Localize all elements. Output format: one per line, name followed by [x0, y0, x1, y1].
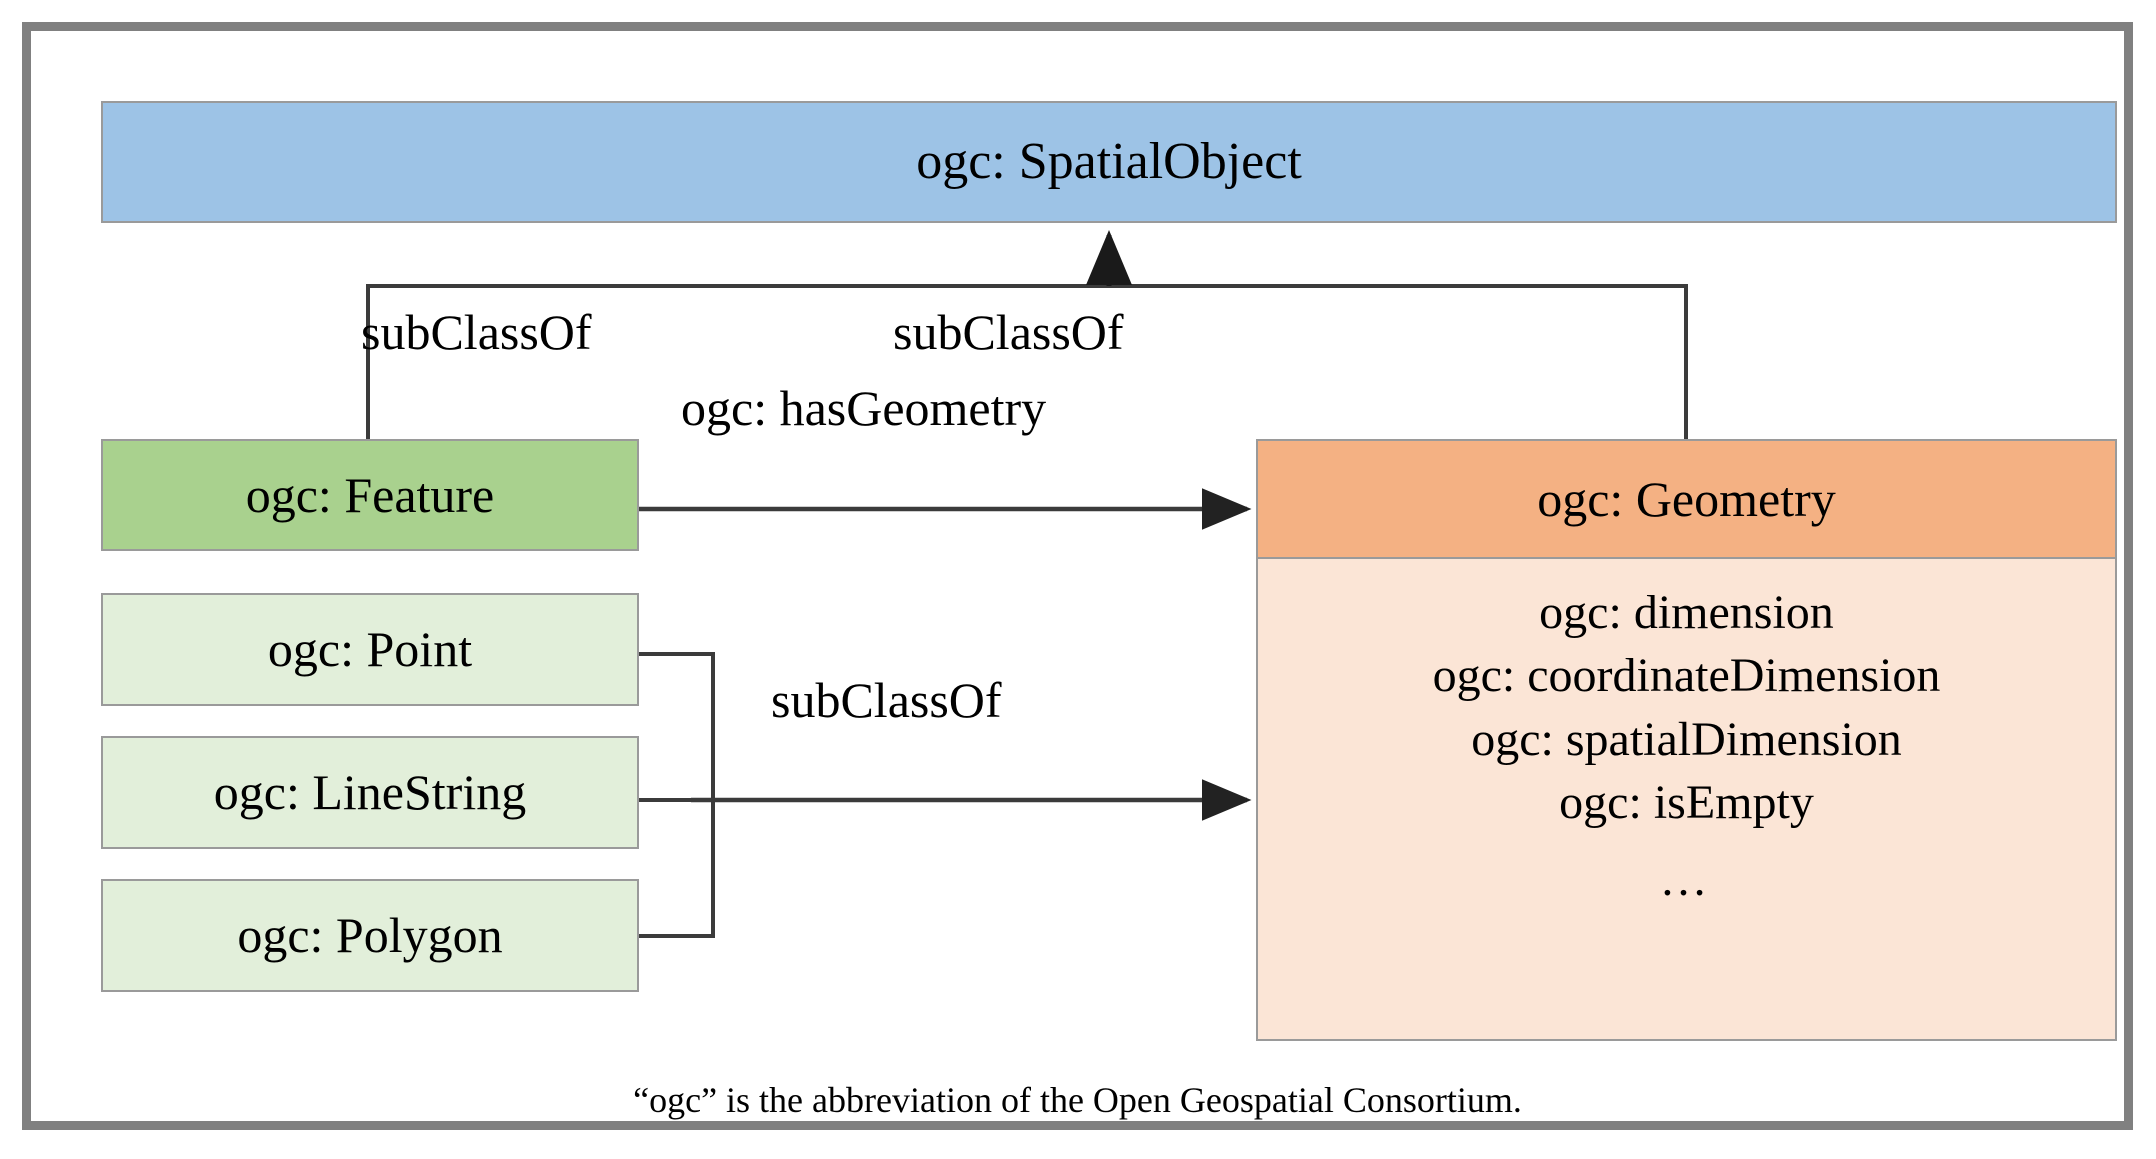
edge-label-geometry-subclassof: subClassOf: [893, 304, 1124, 360]
class-node-geometry-title: ogc: Geometry: [1258, 441, 2115, 559]
class-node-geometry[interactable]: ogc: Geometry ogc: dimension ogc: coordi…: [1256, 439, 2117, 1041]
edge-label-feature-subclassof: subClassOf: [361, 304, 592, 360]
diagram-footnote: “ogc” is the abbreviation of the Open Ge…: [633, 1080, 1522, 1120]
geometry-property: ogc: isEmpty: [1559, 776, 1814, 830]
class-node-spatial-object[interactable]: ogc: SpatialObject: [101, 101, 2117, 223]
geometry-property-list: ogc: dimension ogc: coordinateDimension …: [1258, 559, 2115, 1039]
class-node-linestring[interactable]: ogc: LineString: [101, 736, 639, 849]
class-node-feature[interactable]: ogc: Feature: [101, 439, 639, 551]
edge-label-has-geometry: ogc: hasGeometry: [681, 380, 1047, 436]
edge-subtype-bracket: [639, 652, 715, 938]
geometry-property: ogc: coordinateDimension: [1432, 649, 1941, 703]
edge-label-subtypes-subclassof: subClassOf: [771, 672, 1002, 728]
geometry-property-more: …: [1659, 853, 1714, 907]
geometry-property: ogc: dimension: [1539, 586, 1834, 639]
geometry-property: ogc: spatialDimension: [1471, 712, 1902, 766]
class-node-point[interactable]: ogc: Point: [101, 593, 639, 706]
diagram-frame: ogc: SpatialObject ogc: Feature ogc: Geo…: [22, 22, 2133, 1130]
class-node-polygon[interactable]: ogc: Polygon: [101, 879, 639, 992]
